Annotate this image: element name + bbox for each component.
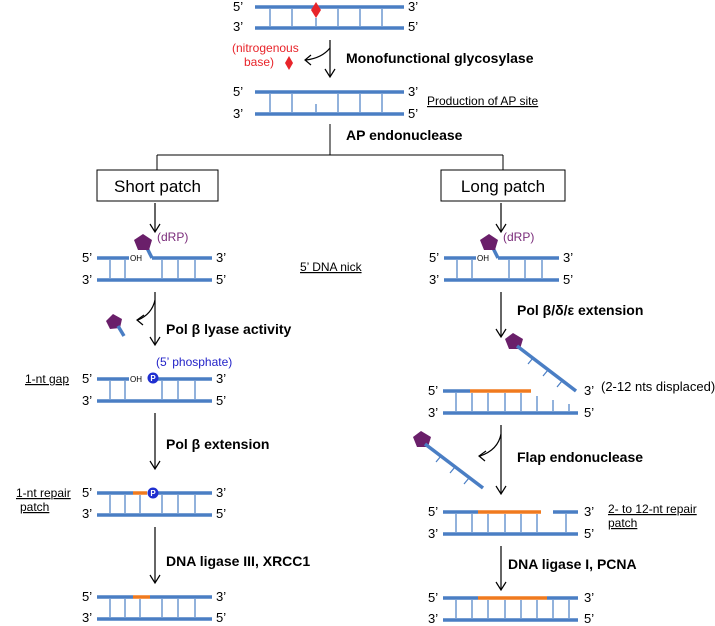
glycosylase-step: (nitrogenous base) Monofunctional glycos… (232, 40, 534, 79)
nick-label: 5’ DNA nick (300, 260, 363, 274)
gap-label: 1-nt gap (25, 372, 69, 386)
ap-endonuclease-label: AP endonuclease (346, 127, 463, 143)
end-label: 5’ (428, 504, 438, 519)
ap-site-dna: 5’ 3’ 3’ 5’ Production of AP site (233, 84, 539, 121)
end-label: 5’ (233, 84, 243, 99)
displaced-label: (2-12 nts displaced) (601, 379, 715, 394)
repair-patch-label: patch (608, 516, 637, 530)
end-label: 3’ (584, 383, 594, 398)
drp-label: (dRP) (157, 230, 188, 244)
end-label: 5’ (216, 506, 226, 521)
end-label: 5’ (233, 0, 243, 14)
pol-b-lyase-label: Pol β lyase activity (166, 321, 291, 337)
end-label: 5’ (408, 106, 418, 121)
phosphate-symbol: P (150, 489, 156, 498)
ligase-i-label: DNA ligase I, PCNA (508, 556, 637, 572)
short-patch-branch: Short patch 5’ 3’ 3’ 5’ OH (dRP) 5’ DNA … (16, 169, 363, 625)
nicked-dna-short: 5’ 3’ 3’ 5’ OH (dRP) 5’ DNA nick (82, 230, 363, 287)
displaced-flap-dna: 5’ 3’ 3’ 5’ (2-12 nts displaced) (428, 333, 715, 420)
pol-b-extension-label: Pol β extension (166, 436, 269, 452)
end-label: 5’ (584, 405, 594, 420)
ap-site-label: Production of AP site (427, 94, 539, 108)
end-label: 3’ (408, 0, 418, 14)
end-label: 3’ (216, 371, 226, 386)
end-label: 5’ (216, 393, 226, 408)
flap-endonuclease-label: Flap endonuclease (517, 449, 643, 465)
end-label: 3’ (216, 589, 226, 604)
patched-dna-short: 1-nt repair patch 5’ 3’ 3’ 5’ P (16, 485, 226, 521)
end-label: 3’ (82, 506, 92, 521)
gap-dna-short: (5’ phosphate) 1-nt gap 5’ 3’ 3’ 5’ OH P (25, 355, 232, 408)
phosphate-icon (147, 372, 159, 384)
end-label: 3’ (584, 504, 594, 519)
long-patch-box (440, 169, 566, 202)
end-label: 5’ (429, 250, 439, 265)
oh-label: OH (477, 254, 489, 263)
end-label: 5’ (82, 250, 92, 265)
end-label: 5’ (82, 589, 92, 604)
phosphate-symbol: P (150, 374, 156, 383)
ap-endonuclease-step: AP endonuclease (156, 124, 504, 170)
end-label: 3’ (428, 526, 438, 541)
end-label: 5’ (428, 590, 438, 605)
released-drp-icon (106, 314, 122, 329)
long-patch-label: Long patch (461, 177, 545, 196)
end-label: 3’ (428, 405, 438, 420)
end-label: 3’ (82, 272, 92, 287)
oh-label: OH (130, 254, 142, 263)
drp-icon (134, 234, 152, 250)
short-patch-label: Short patch (114, 177, 201, 196)
end-label: 3’ (82, 610, 92, 625)
nitrogenous-base-label: (nitrogenous (232, 41, 299, 55)
final-dna-short: 5’ 3’ 3’ 5’ (82, 589, 226, 625)
repair-patch-label: 2- to 12-nt repair (608, 502, 697, 516)
damaged-base-icon (311, 2, 321, 18)
end-label: 5’ (563, 272, 573, 287)
pol-bde-extension-label: Pol β/δ/ε extension (517, 302, 643, 318)
end-label: 5’ (216, 272, 226, 287)
end-label: 3’ (82, 393, 92, 408)
end-label: 3’ (216, 250, 226, 265)
long-patch-branch: Long patch 5’ 3’ 3’ 5’ OH (dRP) Pol β/δ/… (413, 169, 715, 626)
nicked-repair-dna-long: 5’ 3’ 3’ 5’ 2- to 12-nt repair patch (428, 502, 697, 541)
end-label: 3’ (429, 272, 439, 287)
drp-label: (dRP) (503, 230, 534, 244)
nitrogenous-base-label: base) (244, 55, 274, 69)
end-label: 5’ (584, 611, 594, 626)
oh-label: OH (130, 375, 142, 384)
phosphate-label: (5’ phosphate) (156, 355, 232, 369)
damaged-dna: 5’ 3’ 3’ 5’ (233, 0, 418, 34)
end-label: 3’ (408, 84, 418, 99)
ligase-iii-label: DNA ligase III, XRCC1 (166, 553, 310, 569)
end-label: 3’ (216, 485, 226, 500)
end-label: 3’ (233, 19, 243, 34)
final-dna-long: 5’ 3’ 3’ 5’ (428, 590, 594, 626)
phosphate-icon (147, 487, 159, 499)
repair-patch-label: patch (20, 500, 49, 514)
released-base-icon (285, 56, 293, 70)
end-label: 5’ (82, 485, 92, 500)
end-label: 5’ (428, 383, 438, 398)
short-patch-box (96, 169, 219, 202)
repair-patch-label: 1-nt repair (16, 486, 71, 500)
end-label: 5’ (82, 371, 92, 386)
glycosylase-label: Monofunctional glycosylase (346, 50, 534, 66)
end-label: 3’ (563, 250, 573, 265)
end-label: 5’ (216, 610, 226, 625)
end-label: 5’ (408, 19, 418, 34)
end-label: 3’ (584, 590, 594, 605)
end-label: 3’ (428, 611, 438, 626)
nicked-dna-long: 5’ 3’ 3’ 5’ OH (dRP) (429, 230, 573, 287)
end-label: 3’ (233, 106, 243, 121)
end-label: 5’ (584, 526, 594, 541)
drp-icon (480, 234, 498, 250)
